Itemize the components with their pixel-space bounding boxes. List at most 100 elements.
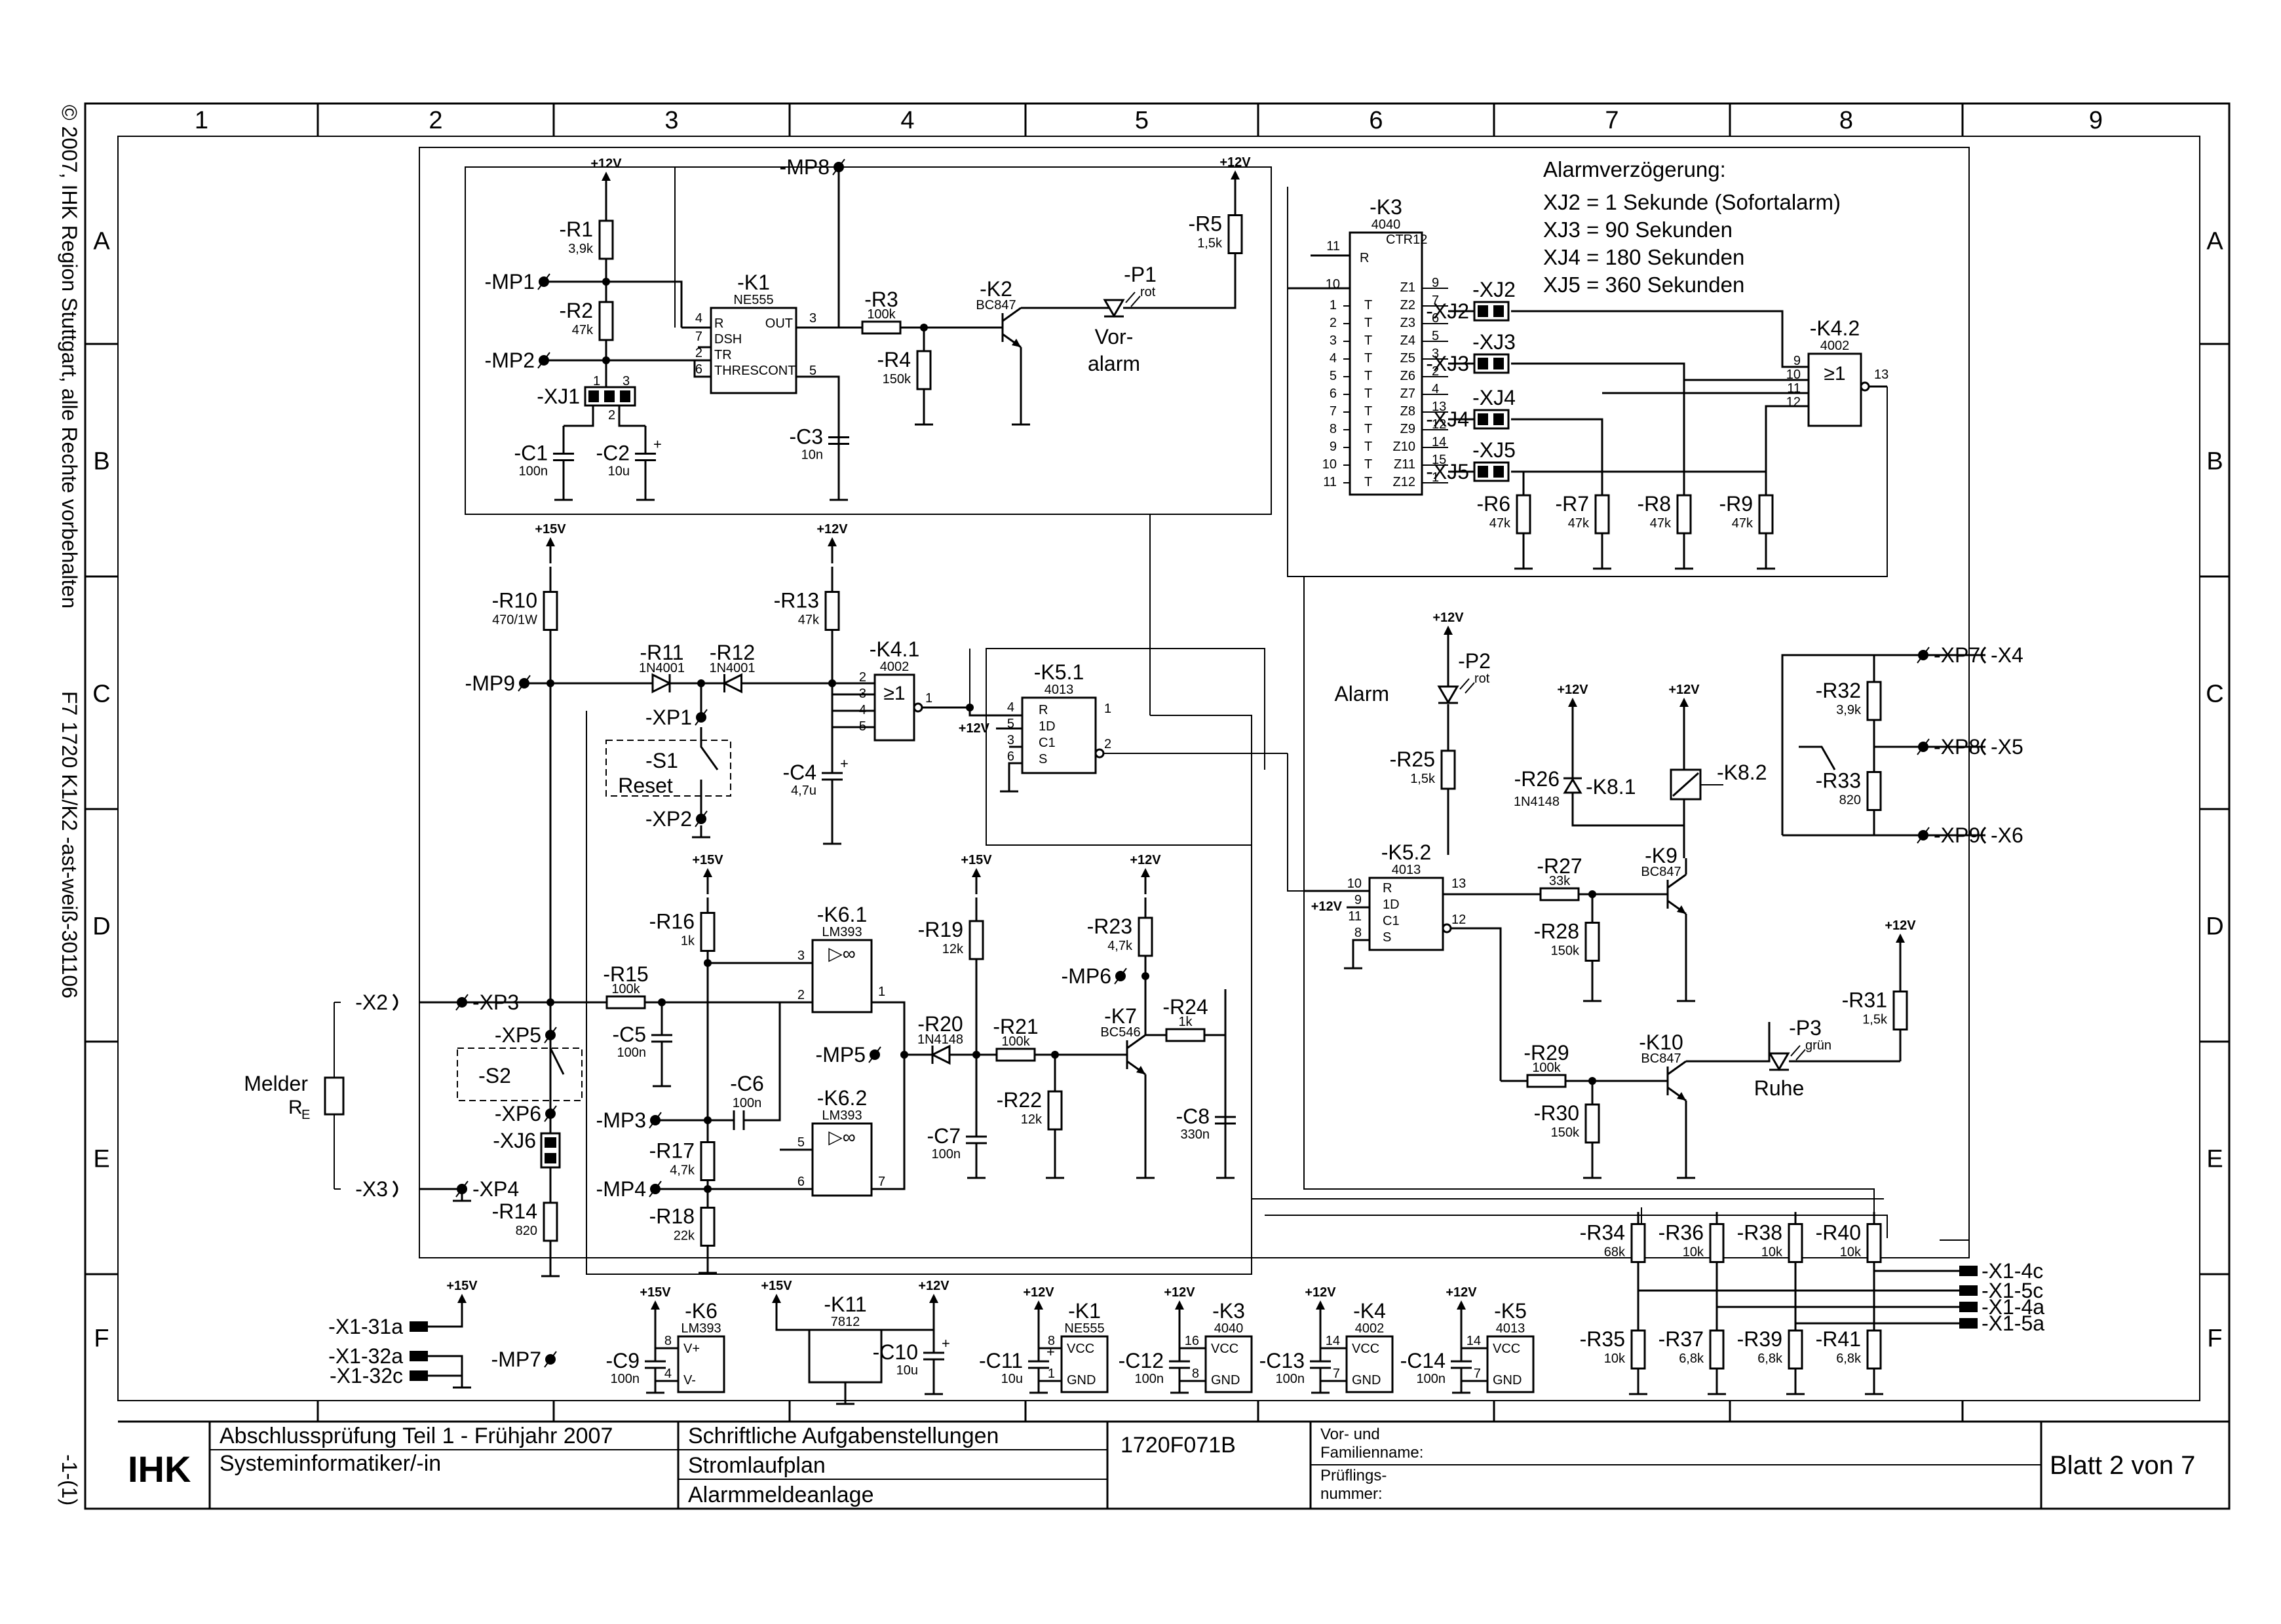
ground-symbol	[1675, 557, 1693, 570]
resistor-ref: -R30	[1534, 1101, 1579, 1125]
resistor-value: 3,9k	[1836, 703, 1862, 717]
resistor-body	[1709, 1223, 1725, 1263]
wire	[700, 727, 719, 770]
connector-pin	[410, 1351, 428, 1361]
measure-point-stroke	[695, 810, 708, 827]
light-ray	[1125, 292, 1136, 303]
supply-rail-label: +12V	[1432, 611, 1464, 625]
resistor-ref: -R21	[993, 1015, 1038, 1038]
ihk-logo: IHK	[128, 1448, 191, 1490]
wire	[796, 167, 840, 329]
switch-label: Reset	[618, 774, 673, 797]
ground-symbol	[1583, 989, 1601, 1002]
supply-rail: +12V	[1446, 1285, 1477, 1327]
supply-rail-label: +12V	[1557, 683, 1588, 697]
capacitor-ref: -C4	[782, 761, 816, 784]
measure-point: -MP5	[816, 1043, 881, 1067]
pin-name: T	[1364, 298, 1372, 312]
pin-number: 1	[925, 691, 932, 706]
components: +12V-R13,9k-R247k-MP1-MP2-K1NE555RDSHTRT…	[244, 155, 2044, 1405]
pin-name: VCC	[1352, 1342, 1379, 1356]
resistor-value: 10k	[1840, 1245, 1862, 1260]
terminal-label: -X2	[355, 991, 388, 1014]
pin-number: 15	[1432, 453, 1446, 467]
diode-ref: -R12	[710, 641, 755, 664]
pin-number: 4	[695, 311, 702, 326]
number-label-1: Prüflings-	[1320, 1467, 1387, 1484]
measure-point: -MP4	[596, 1177, 662, 1201]
jumper-pin	[1493, 466, 1504, 478]
supply-rail: +12V	[918, 1279, 949, 1320]
supply-rail-label: +12V	[1164, 1285, 1195, 1300]
ic-type: LM393	[822, 925, 862, 939]
outer-frame	[84, 102, 2231, 1510]
switch-ref: -S1	[645, 749, 678, 772]
led-label: Alarm	[1334, 682, 1389, 706]
pin-number: 3	[623, 374, 630, 388]
measure-point: -MP1	[485, 270, 550, 293]
pin-name: Z7	[1400, 387, 1415, 401]
ground-symbol	[1000, 780, 1018, 793]
zone-row-label: D	[2206, 913, 2223, 941]
resistor-body	[700, 912, 716, 952]
pin-number: 3	[1007, 733, 1014, 747]
measure-point-label: -XP6	[495, 1102, 541, 1125]
comparator-symbol: ▷∞	[828, 943, 856, 964]
zone-row-label: E	[93, 1146, 109, 1173]
pin-number: 2	[1330, 316, 1337, 330]
resistor-body	[700, 1141, 716, 1181]
pin-number: 8	[1048, 1334, 1055, 1348]
jumper-pin	[1493, 305, 1504, 317]
polarity-mark: +	[942, 1335, 950, 1351]
supply-rail-label: +12V	[959, 721, 990, 736]
delay-notes: Alarmverzögerung: XJ2 = 1 Sekunde (Sofor…	[1543, 157, 1841, 297]
resistor-value: 10k	[1683, 1245, 1704, 1260]
resistor-ref: -R10	[492, 589, 537, 613]
pin-name: OUT	[765, 316, 793, 331]
resistor-value: 100k	[1001, 1034, 1030, 1049]
arrow-up-icon	[457, 1294, 467, 1303]
wire	[428, 1355, 463, 1377]
resistor-body	[1866, 771, 1882, 811]
supply-rail: +15V	[446, 1279, 478, 1320]
jumper-pin	[588, 390, 599, 402]
junction-dot	[546, 679, 554, 687]
zone-col-label: 8	[1839, 107, 1853, 134]
resistor-body	[1709, 1329, 1725, 1370]
pin-number: 6	[1007, 749, 1014, 764]
wire	[544, 280, 683, 328]
measure-point-label: -XP4	[472, 1177, 519, 1201]
pin-number: 5	[859, 719, 866, 734]
pin-number: 9	[1330, 440, 1337, 454]
pin-number: 1	[1330, 298, 1337, 312]
resistor-ref: -R35	[1580, 1327, 1625, 1351]
resistor-body	[1676, 494, 1692, 535]
supply-rail: +12V	[1668, 683, 1700, 724]
pin-number: 10	[1326, 277, 1340, 292]
resistor-body	[968, 920, 984, 960]
supply-rail: +12V	[1305, 1285, 1336, 1327]
supply-rail-label: +12V	[918, 1279, 949, 1293]
pin-name: Z12	[1393, 475, 1415, 489]
pin-number: 6	[797, 1175, 805, 1189]
measure-point-stroke	[544, 1027, 557, 1044]
pin-number: 7	[1432, 293, 1439, 308]
capacitor-ref: -C12	[1119, 1349, 1164, 1372]
light-ray	[1459, 678, 1470, 690]
arrow-up-icon	[1444, 626, 1453, 635]
emitter-arrow-icon	[1012, 339, 1021, 347]
supply-rail: +12V	[816, 522, 848, 563]
ic-ref: -K6.1	[817, 903, 867, 926]
melder-symbol: R	[288, 1097, 303, 1118]
sheet-number: Blatt 2 von 7	[2050, 1451, 2195, 1480]
supply-rail-label: +12V	[1305, 1285, 1336, 1300]
